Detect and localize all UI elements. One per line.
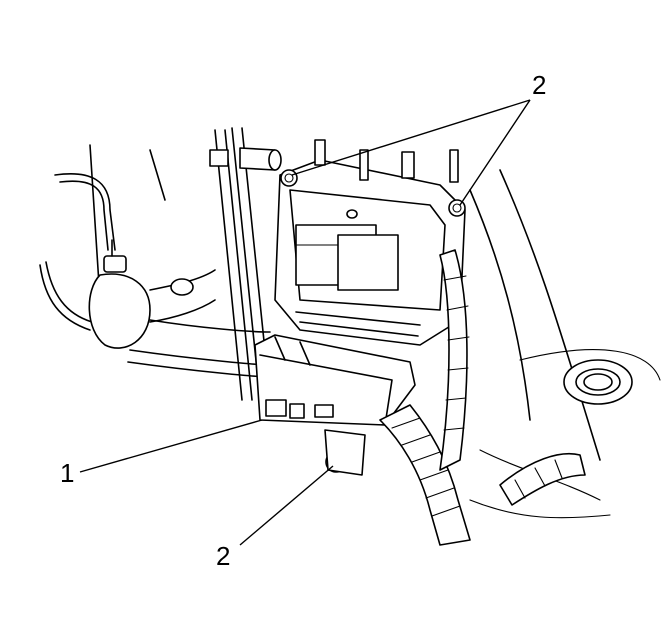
callout-1: 1 bbox=[60, 458, 74, 488]
pressure-sensor bbox=[88, 239, 216, 349]
vertical-tubes bbox=[214, 127, 269, 401]
fastener-top-left bbox=[280, 169, 298, 187]
fastener-top-right bbox=[448, 199, 466, 217]
callout-2-top: 2 bbox=[532, 70, 546, 100]
grommet bbox=[563, 359, 633, 405]
connector-bracket bbox=[254, 334, 416, 476]
top-fitting bbox=[209, 147, 282, 171]
control-module bbox=[274, 139, 466, 346]
brake-lines bbox=[39, 173, 271, 378]
callout-2-bottom: 2 bbox=[216, 541, 230, 571]
leader-lines bbox=[79, 99, 531, 546]
wiring-harness bbox=[379, 249, 586, 546]
